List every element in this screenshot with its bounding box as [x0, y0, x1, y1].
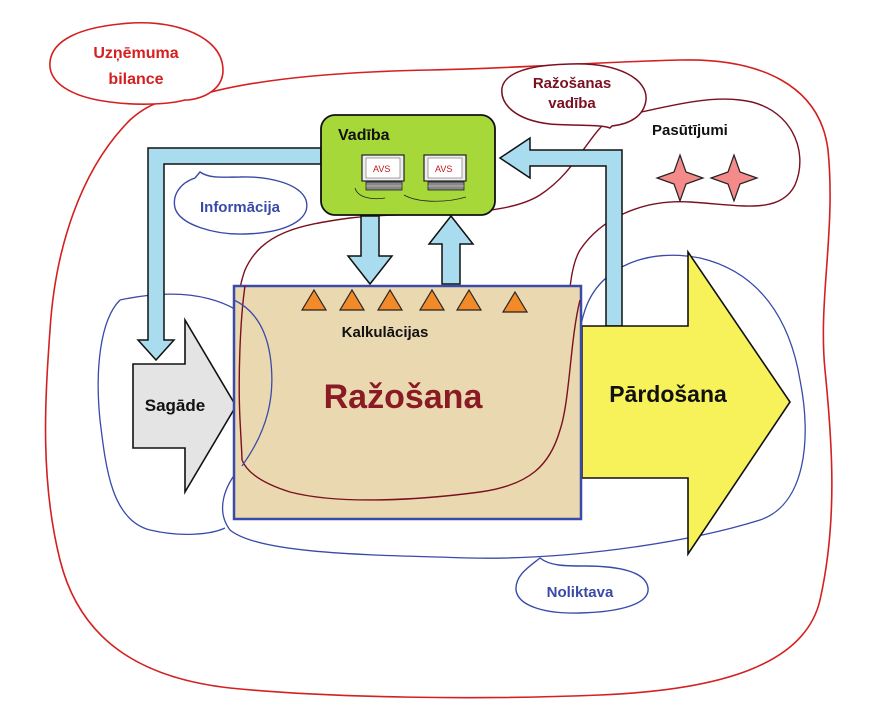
production-management-label-line2: vadība [548, 95, 596, 112]
calculation-markers [300, 288, 529, 313]
sales-label: Pārdošana [609, 381, 727, 407]
production-management-outline-inner-left [238, 285, 246, 461]
star-icon [709, 153, 759, 203]
information-callout [173, 171, 308, 235]
information-arrow-right [498, 136, 623, 327]
triangle-icon [501, 290, 529, 313]
procurement-arrow [132, 317, 237, 495]
warehouse-callout [515, 557, 649, 614]
company-balance-outline [44, 59, 833, 699]
monitor-label: AVS [435, 164, 452, 174]
triangle-icon [338, 288, 366, 311]
production-management-label-line1: Ražošanas [533, 75, 611, 92]
information-label: Informācija [200, 199, 281, 216]
company-balance-callout [49, 21, 224, 105]
management-label: Vadība [338, 127, 390, 144]
monitor-label: AVS [373, 164, 390, 174]
sales-arrow [581, 249, 791, 557]
production-label: Ražošana [324, 378, 484, 416]
triangle-icon [418, 288, 446, 311]
warehouse-outline-left [97, 299, 226, 536]
production-box [232, 284, 583, 521]
up-arrow [427, 214, 475, 285]
star-icon [655, 153, 705, 203]
computer-icon [403, 154, 467, 202]
triangle-icon [376, 288, 404, 311]
company-balance-label-line2: bilance [108, 71, 163, 88]
down-arrow [346, 215, 394, 286]
orders-label: Pasūtījumi [652, 122, 728, 139]
calculations-label: Kalkulācijas [342, 324, 429, 341]
company-balance-label-line1: Uzņēmuma [93, 45, 178, 62]
triangle-icon [300, 288, 328, 311]
production-management-outline-inner [241, 299, 581, 501]
procurement-label: Sagāde [145, 396, 205, 415]
computer-icon [354, 154, 405, 200]
warehouse-label: Noliktava [547, 584, 614, 601]
warehouse-outline-inner [233, 299, 273, 467]
triangle-icon [455, 288, 483, 311]
information-arrow-left [136, 147, 322, 362]
production-management-callout [501, 63, 647, 129]
